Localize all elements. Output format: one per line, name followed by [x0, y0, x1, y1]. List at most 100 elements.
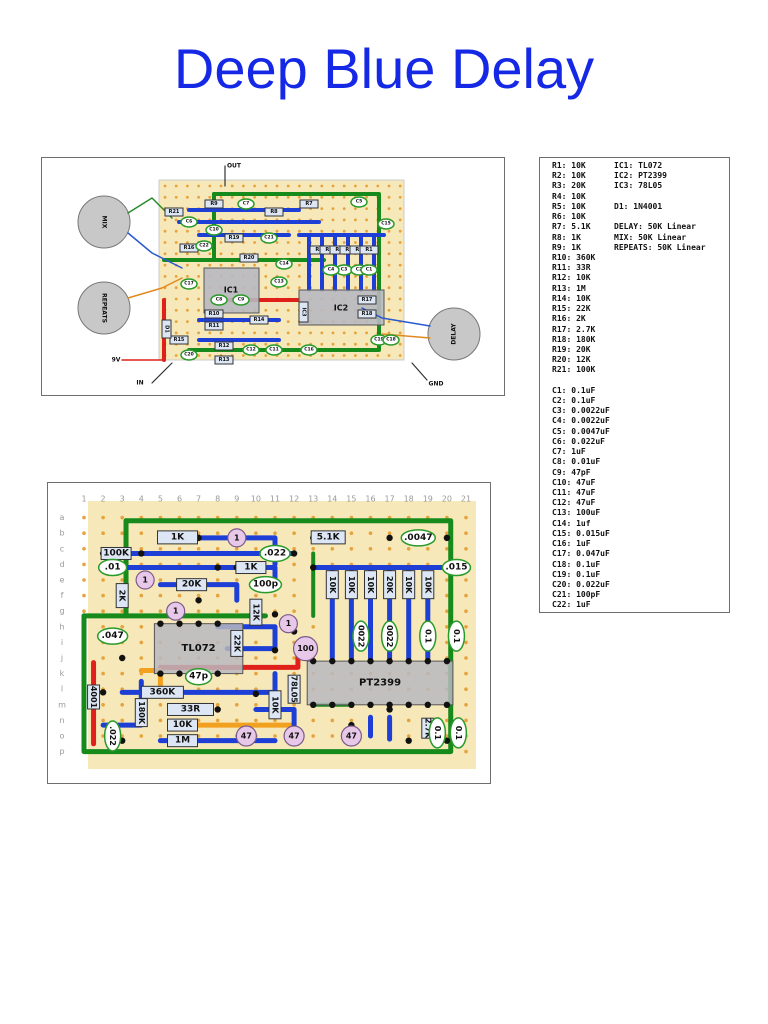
board-hole	[215, 531, 220, 535]
parts-list-row: R16: 2K	[552, 314, 706, 324]
board-hole	[330, 547, 335, 551]
capacitor-label: C7	[243, 201, 249, 207]
board-hole	[163, 275, 167, 278]
board-hole	[163, 241, 167, 244]
board-hole	[158, 593, 163, 598]
board-hole	[120, 531, 124, 535]
capacitor-body	[352, 620, 370, 652]
resistor: R18	[357, 309, 377, 319]
resistor-body	[357, 309, 377, 319]
parts-list-row: C2: 0.1uF	[552, 396, 706, 406]
part-entry: C7: 1uF	[552, 447, 586, 457]
capacitor-body	[180, 278, 198, 290]
part-entry: C14: 1uf	[552, 518, 591, 528]
resistor-label: 5.1K	[317, 532, 341, 542]
capacitor: .022	[103, 720, 122, 752]
board-hole	[342, 241, 346, 244]
capacitor: C12	[242, 344, 260, 356]
board-hole	[197, 252, 201, 256]
row-label: i	[61, 638, 63, 647]
capacitor: 47p	[184, 667, 213, 686]
board-hole	[264, 342, 268, 346]
resistor-label: 10K	[366, 576, 375, 594]
capacitor-label: C3	[341, 267, 347, 273]
resistor-label: R9	[210, 201, 218, 207]
column-label: 7	[196, 495, 201, 504]
board-hole	[186, 241, 189, 244]
board-hole	[365, 354, 368, 357]
part-entry: R9: 1K	[552, 242, 581, 252]
board-hole	[342, 207, 346, 210]
part-entry: DELAY: 50K Linear	[614, 222, 696, 232]
capacitor: C10	[205, 224, 223, 236]
part-entry: R16: 2K	[552, 314, 586, 324]
board-hole	[342, 331, 346, 335]
resistor: 180K	[134, 698, 148, 728]
board-hole	[445, 609, 449, 613]
part-entry: C6: 0.022uF	[552, 436, 605, 446]
capacitor-body	[265, 344, 283, 356]
resistor-body	[167, 702, 214, 716]
board-hole	[254, 656, 258, 660]
column-label: 1	[81, 495, 86, 504]
part-entry: IC2: PT2399	[614, 171, 667, 181]
resistor-body	[134, 698, 148, 728]
board-hole	[387, 241, 391, 244]
board-hole	[349, 718, 354, 723]
capacitor: 0.1	[428, 717, 447, 749]
part-entry: R3: 20K	[552, 181, 586, 191]
solder-joint	[119, 654, 126, 662]
board-hole	[387, 275, 391, 278]
resistor: 1K	[157, 530, 198, 545]
electrolytic-capacitor: 1	[166, 601, 186, 621]
board-hole	[309, 229, 312, 233]
solder-joint	[310, 564, 317, 571]
capacitor-label: C9	[238, 297, 244, 303]
resistor-label: 4001	[89, 686, 98, 709]
part-entry: C11: 47uF	[552, 488, 596, 497]
capacitor: C16	[300, 344, 318, 356]
capacitor-body	[259, 544, 291, 563]
column-label: 2	[101, 495, 106, 504]
board-hole	[398, 184, 402, 188]
board-hole	[292, 656, 296, 660]
board-hole	[286, 184, 290, 188]
resistor-body	[249, 598, 263, 626]
board-hole	[311, 625, 316, 629]
capacitor-label: .0047	[404, 533, 432, 543]
board-hole	[387, 207, 391, 210]
potentiometer-icon	[77, 281, 131, 335]
capacitor-label: C1	[366, 267, 372, 273]
parts-list-row: R12: 10K	[552, 273, 706, 283]
part-entry: C3: 0.0022uF	[552, 406, 610, 416]
resistor-body	[299, 199, 319, 209]
in-wire	[151, 362, 173, 384]
capacitor-label: C2	[356, 267, 362, 273]
board-hole	[82, 547, 86, 551]
resistor: 10K	[421, 570, 435, 600]
resistor-label: 33R	[181, 704, 201, 714]
board-hole	[174, 320, 178, 323]
board-hole	[235, 578, 239, 582]
board-hole	[230, 263, 234, 267]
pot-wire	[127, 277, 183, 299]
board-hole	[197, 297, 201, 301]
part-entry: R8: 1K	[552, 232, 581, 242]
board-hole	[342, 342, 346, 346]
board-hole	[82, 515, 86, 520]
board-hole	[120, 609, 124, 613]
board-hole	[331, 195, 335, 199]
board-hole	[406, 718, 411, 723]
capacitor-label: .015	[445, 563, 467, 573]
capacitor-label: C16	[304, 347, 314, 353]
resistor: R17	[357, 295, 377, 305]
board-hole	[219, 331, 223, 335]
board-hole	[320, 207, 324, 210]
board-hole	[464, 515, 468, 520]
board-hole	[186, 308, 189, 312]
board-hole	[387, 286, 391, 290]
board-hole	[331, 184, 335, 188]
board-hole	[342, 218, 346, 222]
resistor: 360K	[140, 685, 184, 699]
